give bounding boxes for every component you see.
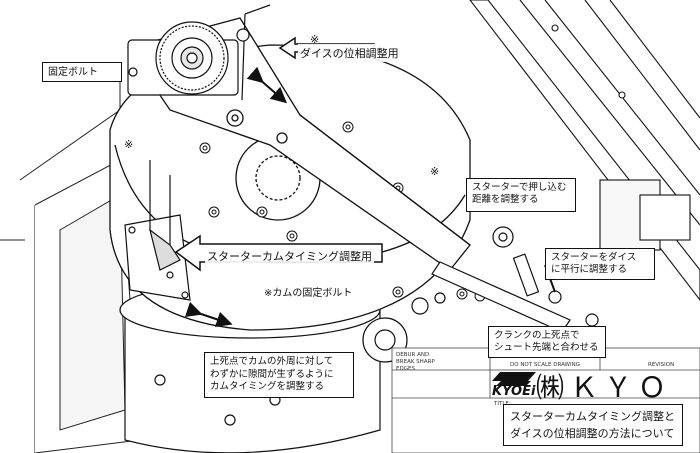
parallel-dice-line-2: に平行に調整する [551, 264, 628, 275]
cam-adjust-double-arrow [184, 301, 233, 328]
handle-rod [244, 4, 271, 15]
housing-bolt [154, 374, 166, 386]
kyoei-logo-text: KYOEi [492, 384, 536, 399]
phase-adjust-text: ダイスの位相調整用 [300, 47, 399, 60]
chute-rail-line [584, 0, 700, 151]
phase-adjust-double-arrow [246, 66, 288, 104]
crank-top-line-2: シュート先端と合わせる [494, 342, 599, 353]
disc-bolt-center [202, 145, 208, 151]
cam-fixed-bolt-text: ※カムの固定ボルト [264, 288, 353, 299]
edges-text: EDGES [396, 366, 415, 372]
disc-bolt-center [259, 209, 265, 215]
crank-top-line-1: クランクの上死点で [494, 330, 580, 341]
starter-bolt [585, 313, 599, 327]
rail-bolt [551, 24, 559, 32]
disc-center-inner [255, 155, 301, 201]
parallel-dice-line-1: スターターをダイス [551, 252, 637, 263]
fixed-bolt-label: 固定ボルト [42, 62, 122, 82]
document-title-line-2: ダイスの位相調整の方法について [510, 427, 675, 440]
rail-bolt [618, 91, 626, 99]
cam-gear-teeth [149, 228, 181, 271]
push-distance-line-2: 距離を調整する [472, 194, 539, 205]
fixed-bolt-text: 固定ボルト [48, 67, 98, 78]
crank-top-callout: クランクの上死点で シュート先端と合わせる [488, 326, 606, 358]
do-not-scale-text: DO NOT SCALE DRAWING [510, 362, 580, 368]
deburr-text: DEBUR AND [396, 352, 430, 358]
asterisk-mark: ※ [124, 138, 134, 151]
starter-adjust-center [498, 232, 508, 242]
title-block-deburr: DEBUR AND BREAK SHARP EDGES [396, 352, 435, 373]
document-title-line-1: スターターカムタイミング調整と [510, 410, 675, 423]
frame-left-edge [19, 70, 121, 181]
cam-gap-line-1: 上死点でカムの外周に対して [210, 356, 334, 367]
housing-bolt [224, 414, 236, 426]
cam-timing-text: スターターカムタイミング調整用 [207, 250, 372, 263]
push-distance-callout: スターターで押し込む 距離を調整する [466, 178, 576, 212]
cam-gap-line-3: カムタイミングを調整する [210, 381, 325, 392]
crank-bolt [434, 292, 446, 304]
crank-disc-center [374, 329, 396, 351]
arm-edge [299, 114, 471, 246]
chute-rail-line [519, 0, 700, 226]
disc-bolt-center [459, 291, 465, 297]
disc-bolt-center [395, 289, 401, 295]
gear-teeth [159, 25, 225, 91]
cam-gap-callout: 上死点でカムの外周に対して わずかに隙間が生ずるように カムタイミングを調整する [204, 352, 354, 398]
disc-bolt-center [345, 124, 351, 130]
revision-text: REVISION [648, 362, 675, 368]
starter-spring [512, 253, 540, 297]
break-sharp-text: BREAK SHARP [396, 359, 435, 365]
handle-rod [241, 13, 246, 101]
cam-timing-label: スターターカムタイミング調整用 [205, 247, 374, 265]
document-title-box: スターターカムタイミング調整と ダイスの位相調整の方法について [503, 404, 683, 446]
handle-knob [236, 28, 250, 42]
cam-gap-line-2: わずかに隙間が生ずるように [210, 368, 334, 380]
kyoei-logo-mark [492, 372, 536, 386]
phase-adjust-label: ダイスの位相調整用 [298, 44, 401, 62]
crank-bolt [411, 297, 429, 315]
disc-bolt-center [289, 233, 295, 239]
starter-bolt [548, 290, 562, 304]
title-prefix-text: TITLE: [494, 401, 511, 408]
cam-fixed-bolt-label: ※カムの固定ボルト [262, 283, 355, 300]
disc-bolt-center [211, 209, 217, 215]
cam-bolt [128, 226, 136, 234]
chute-rail-line [609, 0, 700, 119]
asterisk-mark: ※ [310, 33, 320, 46]
gear-axle [186, 52, 198, 64]
push-distance-line-1: スターターで押し込む [472, 182, 567, 193]
side-block-inner [639, 194, 691, 241]
arm-bolt [276, 132, 288, 144]
asterisk-mark: ※ [430, 165, 440, 178]
cam-bolt [166, 271, 174, 279]
fixed-bolt-marker [128, 67, 138, 77]
parallel-dice-callout: スターターをダイス に平行に調整する [545, 248, 655, 280]
cam-bolt [181, 291, 189, 299]
arm-bolt-center [231, 114, 239, 122]
